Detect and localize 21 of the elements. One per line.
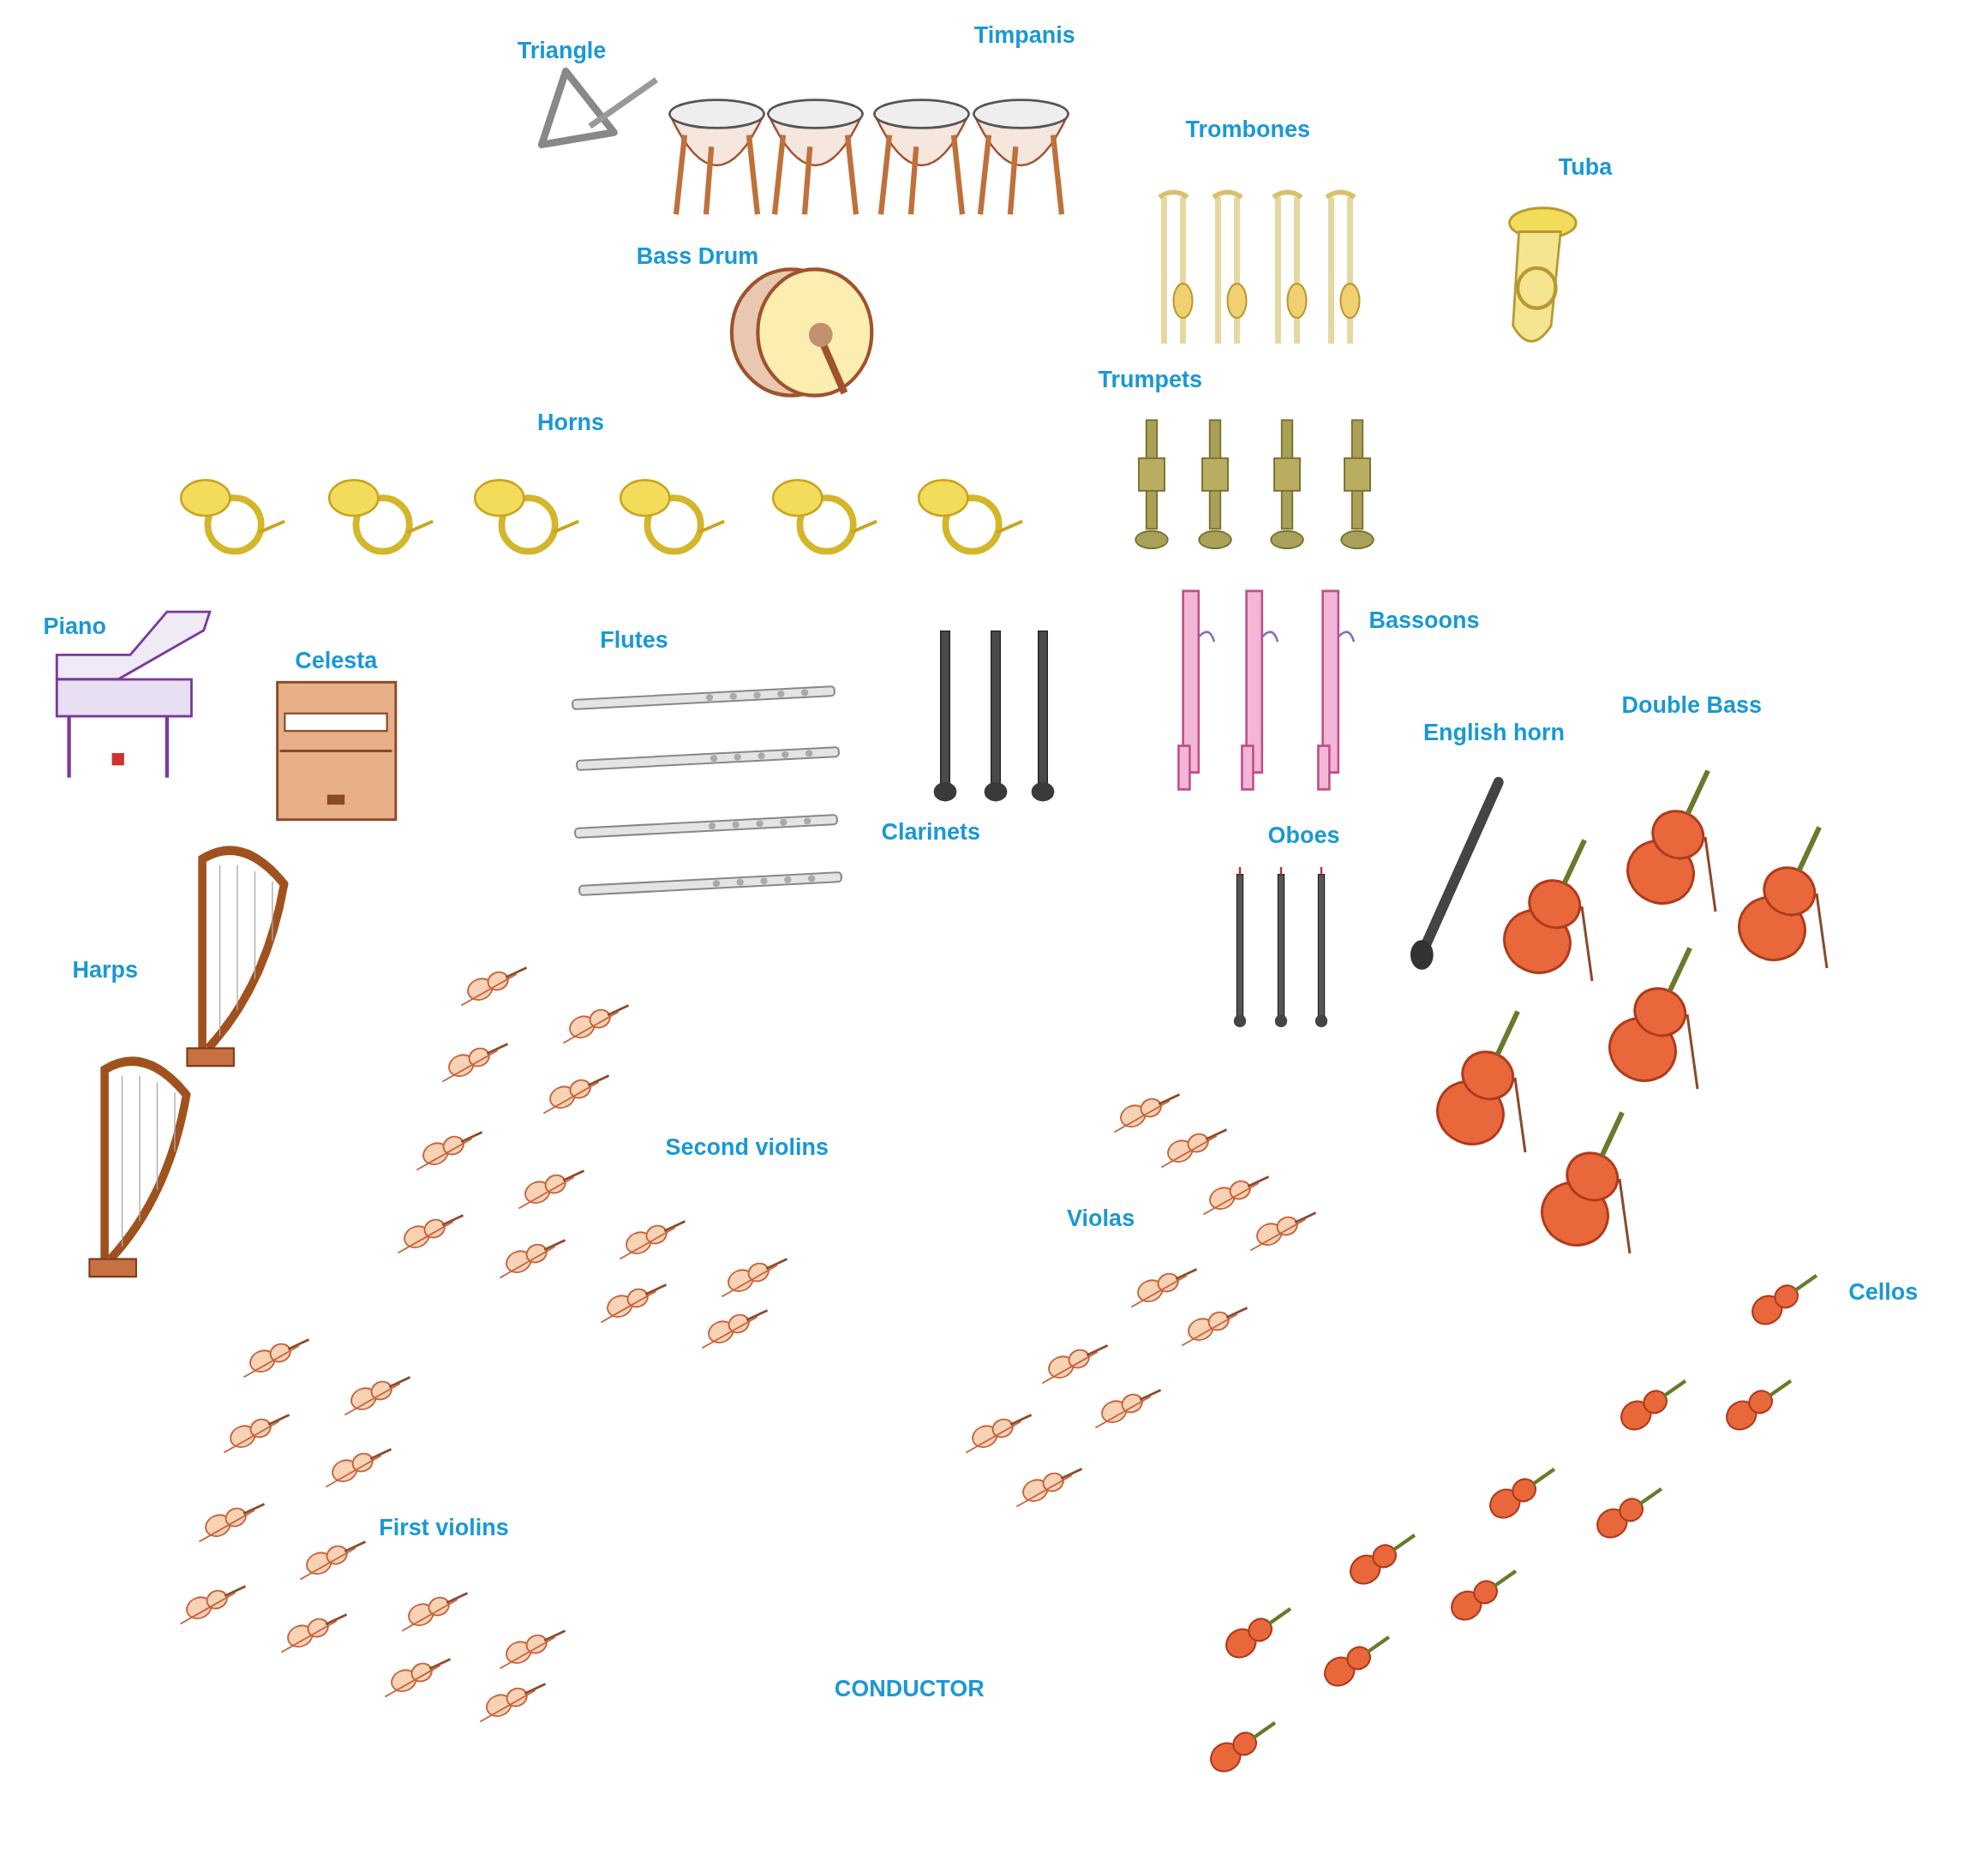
- section-label: Bass Drum: [636, 242, 759, 270]
- section-label: Tuba: [1558, 153, 1613, 181]
- section-label: Oboes: [1267, 822, 1340, 849]
- section-label: Double Bass: [1621, 691, 1763, 719]
- section-label: Violas: [1067, 1205, 1135, 1232]
- section-label: Trombones: [1185, 116, 1311, 143]
- section-label: Piano: [43, 613, 107, 640]
- section-label: Celesta: [295, 647, 378, 674]
- conductor-label: CONDUCTOR: [834, 1675, 985, 1702]
- section-label: Clarinets: [881, 818, 981, 846]
- section-label: Bassoons: [1368, 607, 1480, 634]
- section-label: Second violins: [665, 1133, 829, 1161]
- section-label: Flutes: [600, 626, 668, 654]
- section-label: Triangle: [517, 37, 607, 64]
- section-label: Timpanis: [973, 21, 1075, 49]
- section-label: Cellos: [1848, 1278, 1919, 1306]
- section-label: English horn: [1422, 719, 1565, 746]
- section-label: First violins: [379, 1514, 509, 1541]
- section-label: Horns: [537, 409, 604, 436]
- section-label: Harps: [72, 956, 139, 984]
- section-label: Trumpets: [1098, 366, 1203, 392]
